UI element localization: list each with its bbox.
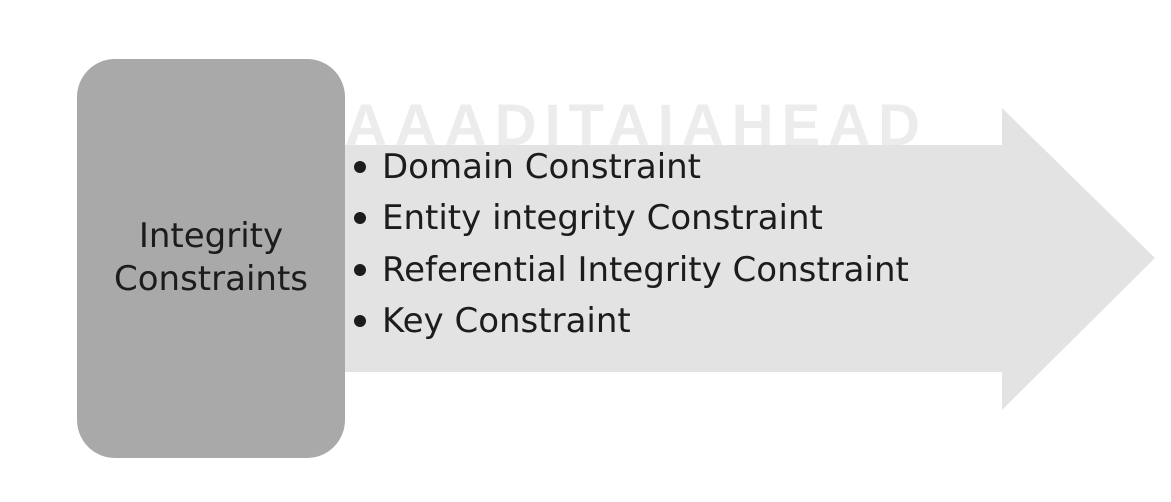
constraint-list: Domain Constraint Entity integrity Const…: [350, 141, 909, 347]
list-item-label: Entity integrity Constraint: [382, 198, 823, 239]
list-item: Entity integrity Constraint: [350, 193, 909, 245]
bullet-icon: [354, 212, 366, 225]
bullet-icon: [354, 315, 366, 328]
bullet-icon: [354, 160, 366, 173]
arrow-body: [330, 108, 1155, 410]
list-item: Referential Integrity Constraint: [350, 244, 909, 296]
list-item-label: Referential Integrity Constraint: [382, 249, 909, 290]
concept-box: Integrity Constraints: [77, 59, 345, 458]
concept-label: Integrity Constraints: [114, 215, 308, 299]
list-item-label: Domain Constraint: [382, 146, 702, 187]
list-item: Domain Constraint: [350, 141, 909, 193]
list-item-label: Key Constraint: [382, 301, 631, 342]
list-item: Key Constraint: [350, 296, 909, 348]
bullet-icon: [354, 263, 366, 276]
watermark-text: AAADITAIAHEAD: [345, 96, 929, 156]
